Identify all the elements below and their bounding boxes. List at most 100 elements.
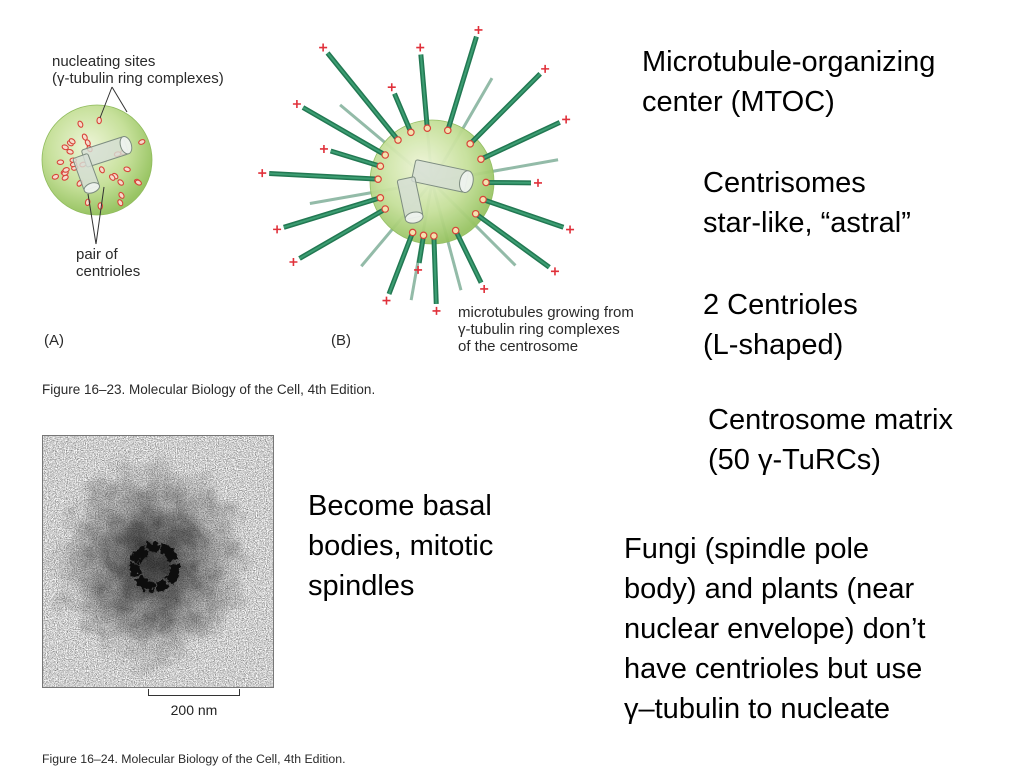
microtubule <box>258 169 382 183</box>
panel-a-centrosome <box>41 104 153 216</box>
microtubules-growing-label: microtubules growing from γ-tubulin ring… <box>458 304 634 355</box>
scale-bar-label: 200 nm <box>170 702 218 718</box>
nucleating-sites-label: nucleating sites (γ-tubulin ring complex… <box>52 53 224 87</box>
centrosomes-note: Centrisomes star-like, “astral” <box>703 163 911 243</box>
centriole <box>396 176 424 224</box>
nucleating-site <box>108 174 116 181</box>
centrosome-micrograph <box>42 435 274 688</box>
nucleating-site <box>376 162 385 171</box>
nucleating-site <box>381 205 390 213</box>
label-line: (γ-tubulin ring complexes) <box>52 70 224 87</box>
nucleating-site <box>117 199 124 207</box>
microtubule-lumen <box>419 54 429 129</box>
note-line: bodies, mitotic <box>308 530 494 562</box>
centriole-end <box>459 170 474 193</box>
centriole-end <box>83 182 101 194</box>
microtubule-lumen <box>469 73 541 145</box>
note-line: spindles <box>308 570 415 602</box>
plus-end-marker <box>319 43 328 52</box>
micrograph-border <box>42 435 274 688</box>
nucleating-site <box>62 167 70 173</box>
microtubule-lumen <box>330 150 381 168</box>
figure-23-caption: Figure 16–23. Molecular Biology of the C… <box>42 382 376 397</box>
note-line: star-like, “astral” <box>703 207 911 239</box>
nucleating-site <box>81 133 88 141</box>
note-line: have centrioles but use <box>624 653 923 685</box>
microtubule <box>289 205 390 266</box>
nucleating-site <box>407 128 415 137</box>
nucleating-site <box>466 140 474 148</box>
plus-end-marker <box>566 225 575 234</box>
plus-end-marker <box>562 115 571 124</box>
microtubule-lumen <box>283 196 381 229</box>
microtubule-lumen <box>393 93 412 133</box>
figure-24-caption: Figure 16–24. Molecular Biology of the C… <box>42 752 346 766</box>
note-line: center (MTOC) <box>642 86 835 118</box>
microtubule <box>273 193 385 234</box>
nucleating-site <box>118 191 125 199</box>
nucleating-site <box>123 166 131 173</box>
microtubule-lumen <box>454 230 482 284</box>
centriole-end <box>119 135 133 155</box>
microtubule <box>387 83 415 137</box>
note-line: Centrisomes <box>703 167 866 199</box>
microtubule-lumen <box>432 235 438 304</box>
panel-a-letter: (A) <box>44 332 64 349</box>
centrioles-label: pair of centrioles <box>76 246 140 280</box>
micrograph-grain-overlay <box>42 435 274 688</box>
nucleating-site <box>423 124 432 133</box>
nucleating-site <box>96 116 102 125</box>
centriole <box>81 135 133 168</box>
label-line: of the centrosome <box>458 338 579 355</box>
plus-end-marker <box>432 306 441 315</box>
nucleating-site <box>408 228 417 237</box>
microtubule-lumen <box>298 208 386 260</box>
plus-end-marker <box>387 83 396 92</box>
nucleating-site <box>443 126 452 135</box>
nucleating-site <box>477 155 485 163</box>
plus-end-marker <box>258 169 267 178</box>
note-line: Microtubule-organizing <box>642 46 936 78</box>
nucleating-site <box>68 138 76 145</box>
microtubule <box>292 100 390 159</box>
leader-line <box>95 186 105 245</box>
microtubule <box>466 64 550 148</box>
label-line: nucleating sites <box>52 53 156 70</box>
nucleating-site <box>471 209 480 218</box>
microtubule <box>319 43 402 144</box>
basal-bodies-note: Become basal bodies, mitotic spindles <box>308 486 493 606</box>
microtubule <box>414 231 428 274</box>
microtubule-lumen <box>326 52 399 141</box>
centrosome-illustration <box>41 25 575 315</box>
panel-b-letter: (B) <box>331 332 351 349</box>
microtubule <box>451 226 489 293</box>
note-line: (50 γ-TuRCs) <box>708 444 881 476</box>
microtubule-lumen <box>302 106 386 156</box>
plus-end-marker <box>289 258 298 266</box>
microtubule-lumen <box>475 212 550 269</box>
nucleating-site <box>51 173 60 180</box>
microtubule <box>471 209 559 276</box>
note-line: Become basal <box>308 490 492 522</box>
plus-end-marker <box>533 178 542 187</box>
nucleating-site <box>430 232 438 240</box>
microtubule-lumen <box>418 235 425 264</box>
plus-end-marker <box>382 296 391 305</box>
nucleating-site <box>56 159 65 165</box>
centriole-end <box>404 211 424 224</box>
panel-a-leader-lines <box>87 86 128 245</box>
centrosome-matrix-note: Centrosome matrix (50 γ-TuRCs) <box>708 400 953 480</box>
plus-end-marker <box>416 43 425 52</box>
plus-end-marker <box>474 25 483 34</box>
microtubule <box>479 195 575 234</box>
microtubule-lumen <box>480 121 561 161</box>
label-line: pair of <box>76 246 118 263</box>
leader-line <box>87 193 97 245</box>
fungi-plants-note: Fungi (spindle pole body) and plants (ne… <box>624 529 925 729</box>
microtubule-lumen <box>482 198 564 229</box>
label-line: γ-tubulin ring complexes <box>458 321 620 338</box>
nucleating-site <box>394 136 402 144</box>
nucleating-site <box>98 166 105 174</box>
leader-line <box>99 86 113 119</box>
